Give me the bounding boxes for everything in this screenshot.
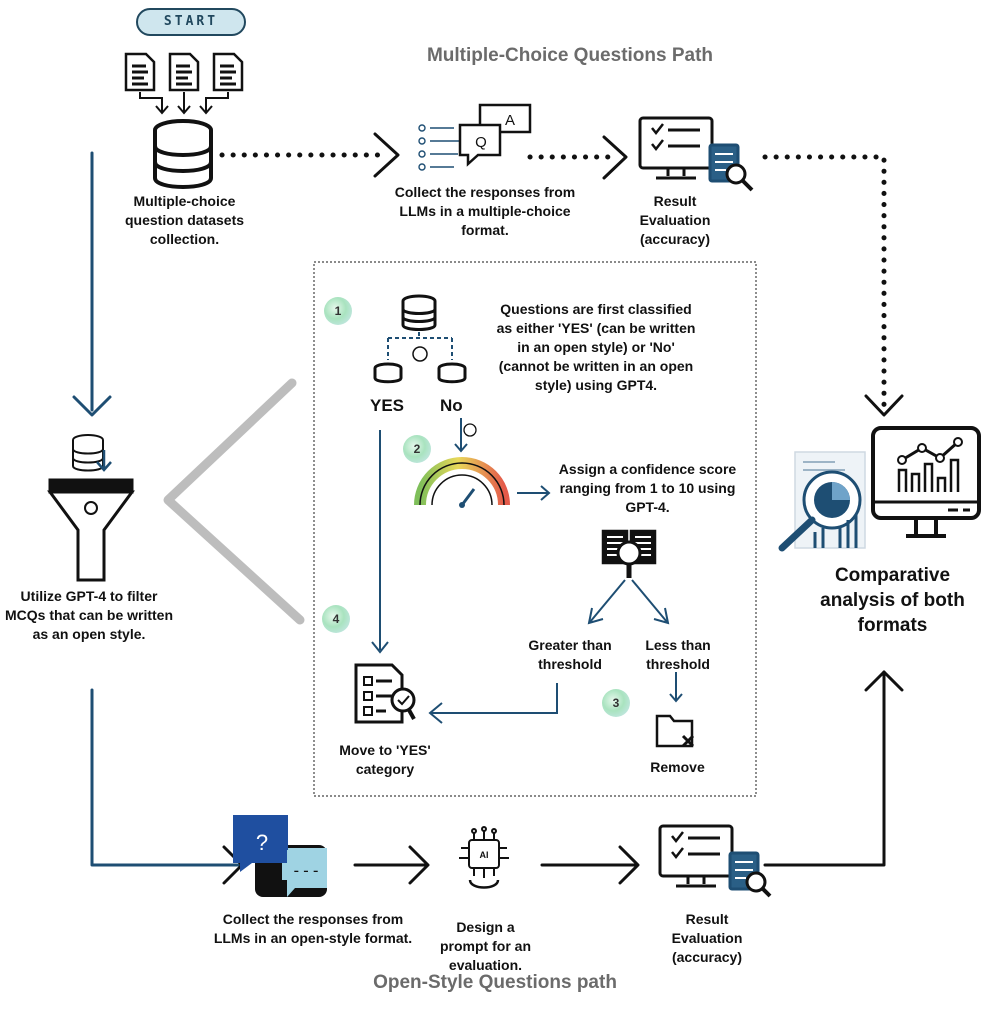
detail-box xyxy=(313,261,757,797)
eval-to-comparative-line xyxy=(763,670,886,867)
open-chat-icon xyxy=(233,815,327,897)
ai-chip-glyph: AI xyxy=(480,850,489,860)
greater-arrowhead xyxy=(428,702,443,724)
detail-connectors xyxy=(371,418,683,724)
mcq-chat-icon xyxy=(418,103,532,171)
arrowhead-3 xyxy=(864,394,904,417)
step2-description: Assign a confidence score ranging from 1… xyxy=(558,461,737,515)
gauge-arrowhead xyxy=(540,485,551,501)
checklist-search-icon xyxy=(354,663,416,724)
step1-description: Questions are first classified as either… xyxy=(496,301,696,393)
filter-label: Utilize GPT-4 to filter MCQs that can be… xyxy=(4,588,174,642)
arrowhead-eval xyxy=(618,845,640,885)
step-badge-2: 2 xyxy=(403,435,431,463)
confidence-gauge-icon xyxy=(414,457,510,508)
connectors xyxy=(72,132,904,885)
result-eval-bottom-label: Result Evaluation (accuracy) xyxy=(671,911,743,965)
funnel-filter-icon xyxy=(47,434,135,582)
step-badge-4: 4 xyxy=(322,605,350,633)
branch-left-arrowhead xyxy=(587,607,604,625)
remove-label: Remove xyxy=(650,759,705,775)
branch-left-line xyxy=(589,579,626,623)
ai-chip-icon xyxy=(459,826,509,889)
dotted-connector-3 xyxy=(762,154,887,408)
collect-open-label: Collect the responses from LLMs in an op… xyxy=(213,911,413,946)
dashes-glyph: --- xyxy=(292,861,321,880)
less-arrowhead xyxy=(669,693,683,703)
step-badge-3: 3 xyxy=(602,689,630,717)
mcq-path-title: Multiple-Choice Questions Path xyxy=(426,45,714,66)
question-mark-glyph: ? xyxy=(256,830,268,855)
collect-mcq-label: Collect the responses from LLMs in a mul… xyxy=(394,184,576,238)
greater-to-yes-line xyxy=(430,683,558,714)
result-monitor-icon-bottom xyxy=(658,824,772,898)
result-eval-top-label: Result Evaluation (accuracy) xyxy=(639,193,711,247)
no-arrowhead xyxy=(454,443,468,453)
chat-a-letter: A xyxy=(505,112,515,129)
less-threshold-label: Less than threshold xyxy=(645,637,711,672)
bracket-connector xyxy=(163,378,305,625)
classify-tree-icon xyxy=(373,294,467,384)
move-yes-label: Move to 'YES' category xyxy=(339,742,431,777)
result-monitor-icon-top xyxy=(638,116,754,192)
no-label: No xyxy=(440,396,463,415)
arrowhead-down-filter xyxy=(72,395,112,417)
arrowhead-comparative-up xyxy=(864,670,904,692)
documents-arrows xyxy=(139,92,229,115)
arrowhead-2 xyxy=(602,135,628,180)
folder-remove-icon xyxy=(655,714,695,748)
branch-right-line xyxy=(631,579,668,623)
comparative-label: Comparative analysis of both formats xyxy=(820,565,965,636)
mcq-dataset-label: Multiple-choice question datasets collec… xyxy=(124,193,245,247)
arrowhead-1 xyxy=(373,132,400,178)
branch-right-arrowhead xyxy=(653,607,670,625)
arrowhead-prompt xyxy=(408,845,430,885)
design-prompt-label: Design a prompt for an evaluation. xyxy=(440,919,531,973)
start-button: START xyxy=(136,8,246,36)
comparative-analysis-icon xyxy=(778,426,981,552)
filter-to-collect-line xyxy=(90,688,242,867)
chat-q-letter: Q xyxy=(475,134,487,151)
yes-label: YES xyxy=(370,396,405,415)
document-search-icon xyxy=(601,529,657,578)
step-badge-1: 1 xyxy=(324,297,352,325)
database-icon xyxy=(153,119,213,189)
documents-icon xyxy=(124,52,244,92)
yes-arrowhead xyxy=(371,641,389,654)
greater-threshold-label: Greater than threshold xyxy=(528,637,612,672)
open-path-title: Open-Style Questions path xyxy=(373,972,617,993)
openai-logo-icon xyxy=(463,423,477,437)
